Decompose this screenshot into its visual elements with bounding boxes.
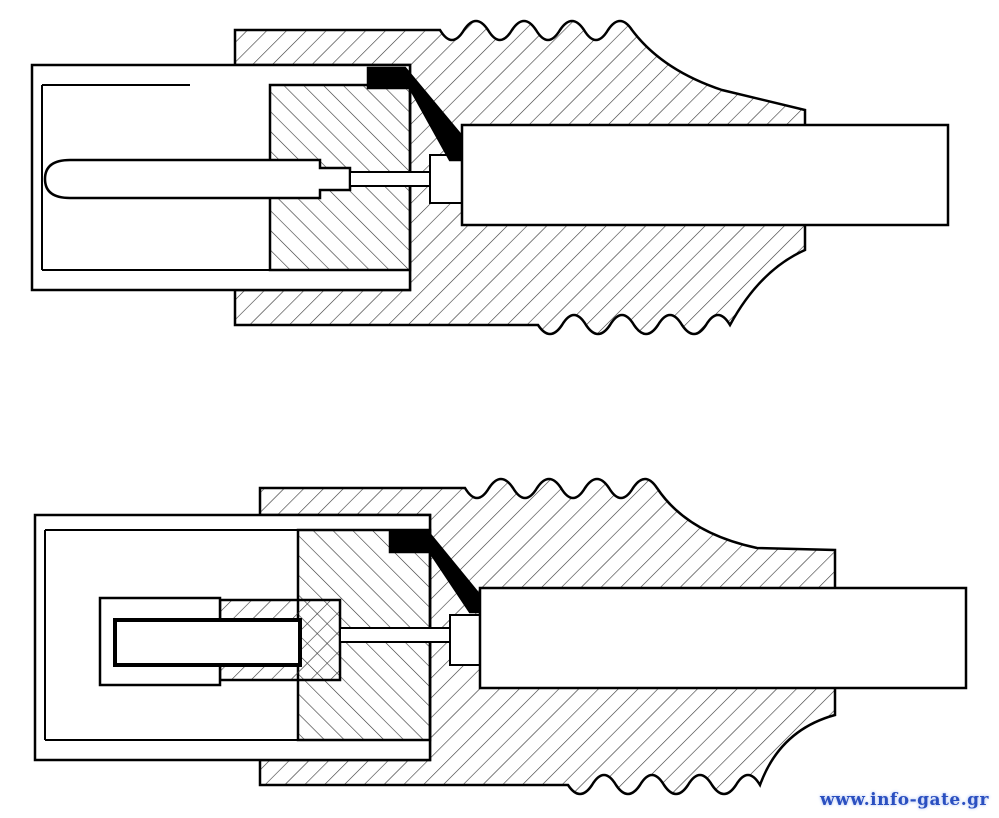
seal-ring [388, 530, 484, 614]
male-connector [30, 19, 950, 336]
female-connector [33, 477, 968, 796]
seal-ring [366, 66, 467, 162]
center-pin [43, 158, 352, 200]
cable [460, 123, 950, 227]
cable [478, 586, 968, 690]
watermark: www.info-gate.gr [820, 790, 989, 810]
